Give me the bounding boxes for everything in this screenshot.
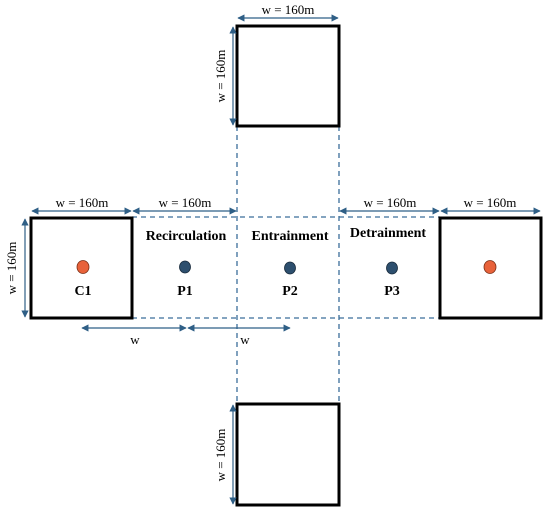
top-width-label: w = 160m — [262, 2, 315, 17]
gap-left-label: w = 160m — [159, 195, 212, 210]
point-label-p2: P2 — [282, 284, 298, 299]
zone-recirculation: Recirculation — [146, 229, 227, 244]
building-top — [235, 24, 341, 128]
spacing-label-1: w — [130, 332, 140, 347]
probe-marker-p3 — [386, 261, 398, 275]
building-bottom — [235, 402, 341, 507]
point-label-p3: P3 — [384, 284, 400, 299]
guide-lines — [132, 126, 440, 404]
zone-detrainment: Detrainment — [350, 226, 427, 241]
gap-right-label: w = 160m — [364, 195, 417, 210]
source-marker-c1 — [76, 260, 90, 274]
bottom-height-label: w = 160m — [213, 429, 228, 482]
probe-marker-p1 — [179, 260, 191, 274]
zone-entrainment: Entrainment — [252, 229, 329, 244]
dimension-arrows — [21, 14, 541, 505]
right-width-label: w = 160m — [464, 195, 517, 210]
left-width-label: w = 160m — [56, 195, 109, 210]
source-marker-right — [483, 260, 497, 274]
probe-marker-p2 — [284, 261, 296, 275]
point-label-c1: C1 — [74, 284, 91, 299]
spacing-label-2: w — [240, 332, 250, 347]
top-height-label: w = 160m — [213, 50, 228, 103]
building-right — [438, 216, 543, 320]
left-height-label: w = 160m — [4, 242, 19, 295]
point-label-p1: P1 — [177, 284, 193, 299]
building-left — [29, 216, 134, 320]
